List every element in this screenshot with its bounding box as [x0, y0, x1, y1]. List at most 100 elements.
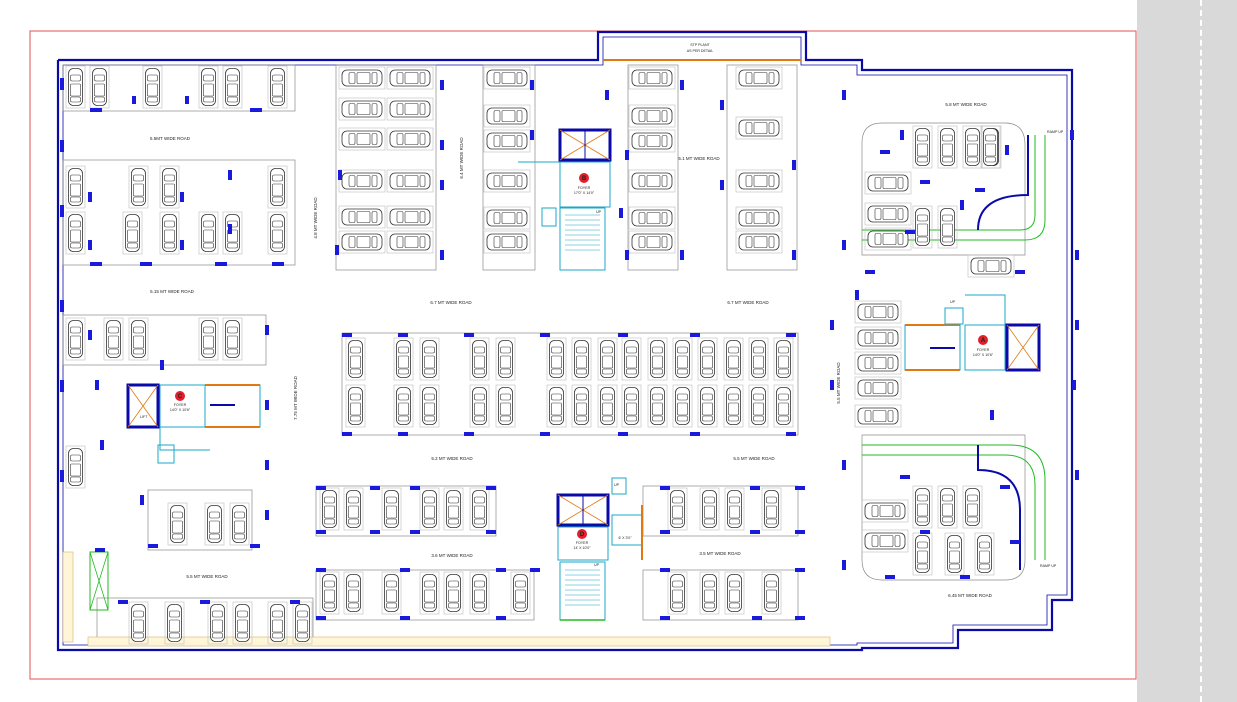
column: [335, 245, 339, 255]
road-label: 3.6 MT WIDE ROAD: [431, 553, 473, 558]
road-label: 6.45 MT WIDE ROAD: [948, 593, 992, 598]
core-d-letter: D: [580, 532, 585, 538]
building-outline: [56, 30, 1074, 652]
parked-car: [854, 300, 902, 324]
column: [60, 140, 64, 152]
parked-car: [621, 384, 642, 428]
ramp-top-wall: [977, 135, 1029, 231]
column: [100, 440, 104, 450]
column: [680, 80, 684, 90]
column: [1005, 145, 1009, 155]
parked-car: [864, 171, 912, 195]
column: [180, 240, 184, 250]
parked-car: [164, 601, 185, 645]
column: [60, 205, 64, 217]
parked-car: [546, 384, 567, 428]
side-panel-dashed-line: [1200, 0, 1202, 702]
parked-car: [338, 230, 386, 254]
column: [228, 224, 232, 234]
column: [440, 140, 444, 150]
column: [750, 486, 760, 490]
parked-car: [723, 384, 744, 428]
road-label: 6.4 MT WIDE ROAD: [459, 137, 464, 179]
parked-car: [597, 384, 618, 428]
column: [795, 616, 805, 620]
column: [88, 330, 92, 340]
column: [215, 262, 227, 266]
core-c-lift: LIFT: [140, 415, 148, 419]
parked-car: [944, 532, 965, 576]
core-a-letter: A: [981, 338, 986, 344]
parked-car: [974, 532, 995, 576]
parked-car: [773, 337, 794, 381]
column: [795, 530, 805, 534]
parked-car: [483, 129, 531, 153]
road-label: 5.15 MT WIDE ROAD: [150, 289, 194, 294]
parked-car: [495, 337, 516, 381]
column: [625, 150, 629, 160]
column: [920, 530, 930, 534]
column: [496, 616, 506, 620]
parked-car: [483, 66, 531, 90]
column: [200, 600, 210, 604]
core-a-up: UP: [950, 300, 956, 304]
parked-car: [647, 384, 668, 428]
parked-car: [912, 532, 933, 576]
road-label: 5.1 MT WIDE ROAD: [678, 156, 720, 161]
column: [660, 530, 670, 534]
parked-car: [699, 487, 720, 531]
column: [540, 432, 550, 436]
column: [786, 432, 796, 436]
parked-car: [142, 65, 163, 109]
parked-car: [381, 487, 402, 531]
parked-car: [386, 66, 434, 90]
column: [265, 510, 269, 520]
parked-car: [861, 499, 909, 523]
parked-car: [854, 376, 902, 400]
road-label: 5.5 MT WIDE ROAD: [733, 456, 775, 461]
landscape-strip: [62, 551, 831, 647]
core-b-badge: [579, 173, 589, 183]
parked-car: [319, 571, 340, 615]
core-b-up: UP: [596, 210, 602, 214]
column: [486, 486, 496, 490]
column: [960, 200, 964, 210]
parked-car: [198, 65, 219, 109]
parked-car: [735, 169, 783, 193]
core-a: A FOYER 14'0" X 10'6" UP: [904, 294, 1041, 372]
road-label: 5.5 MT WIDE ROAD: [836, 362, 841, 404]
column: [830, 380, 834, 390]
column: [342, 432, 352, 436]
parked-car: [292, 601, 313, 645]
parked-car: [912, 125, 933, 169]
parked-car: [343, 571, 364, 615]
parked-car: [597, 337, 618, 381]
parked-car: [761, 487, 782, 531]
parked-car: [229, 502, 250, 546]
parked-car: [207, 601, 228, 645]
passage-size: 6' X 3'0": [618, 536, 632, 540]
road-labels: 5.5MT WIDE ROAD 5.15 MT WIDE ROAD 4.8 MT…: [150, 102, 1064, 598]
column: [885, 575, 895, 579]
column: [342, 333, 352, 337]
column: [88, 240, 92, 250]
parked-car: [469, 337, 490, 381]
column: [60, 380, 64, 392]
core-b-letter: B: [582, 176, 587, 182]
column: [795, 486, 805, 490]
road-label: 4.8 MT WIDE ROAD: [313, 197, 318, 239]
parked-car: [469, 384, 490, 428]
parked-car: [697, 337, 718, 381]
column: [370, 486, 380, 490]
column: [90, 262, 102, 266]
road-label: 5.2 MT WIDE ROAD: [431, 456, 473, 461]
core-c-badge: [175, 391, 185, 401]
core-d-name: FOYER: [576, 541, 589, 545]
parked-car: [128, 601, 149, 645]
column: [1010, 540, 1020, 544]
parked-car: [980, 125, 1001, 169]
parked-car: [724, 571, 745, 615]
column: [140, 495, 144, 505]
core-d-badge: [577, 529, 587, 539]
